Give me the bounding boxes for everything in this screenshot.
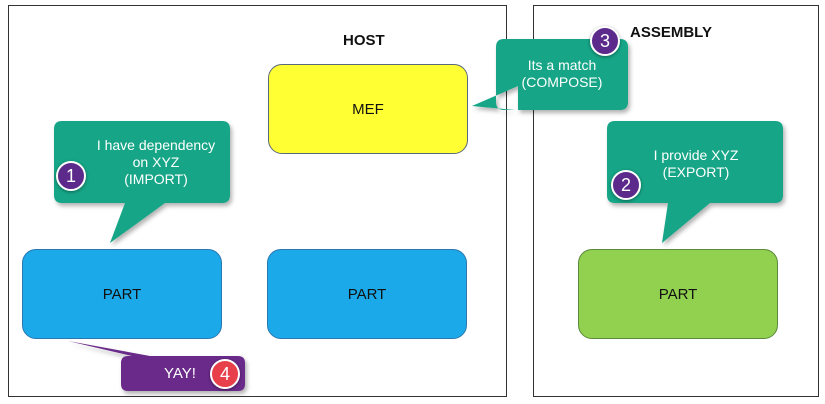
import-callout-text: I have dependency on XYZ (IMPORT) <box>72 137 240 188</box>
yay-callout-shape <box>68 341 245 391</box>
export-callout-shape <box>607 121 783 243</box>
part-box-middle: PART <box>267 249 467 339</box>
compose-callout-line1: Its a match <box>527 57 597 73</box>
mef-box: MEF <box>268 64 468 154</box>
import-callout-line2: on XYZ <box>132 154 180 170</box>
import-callout-shape <box>54 121 230 243</box>
export-callout-text: I provide XYZ (EXPORT) <box>607 147 785 181</box>
import-callout-line3: (IMPORT) <box>124 171 188 187</box>
step-badge-2: 2 <box>611 170 641 200</box>
import-callout-line1: I have dependency <box>96 137 216 153</box>
export-callout-line2: (EXPORT) <box>662 164 730 180</box>
host-title: HOST <box>343 32 385 49</box>
yay-callout-text: YAY! <box>164 365 196 382</box>
compose-callout-line2: (COMPOSE) <box>521 74 603 90</box>
step-badge-1: 1 <box>56 161 86 191</box>
export-callout-line1: I provide XYZ <box>653 147 739 163</box>
step-badge-4: 4 <box>210 359 240 389</box>
assembly-title: ASSEMBLY <box>630 24 712 41</box>
part-box-assembly: PART <box>578 249 778 339</box>
compose-callout-shape <box>472 39 628 110</box>
step-badge-3: 3 <box>590 26 620 56</box>
compose-callout-text: Its a match (COMPOSE) <box>496 57 628 91</box>
part-box-left: PART <box>22 249 222 339</box>
